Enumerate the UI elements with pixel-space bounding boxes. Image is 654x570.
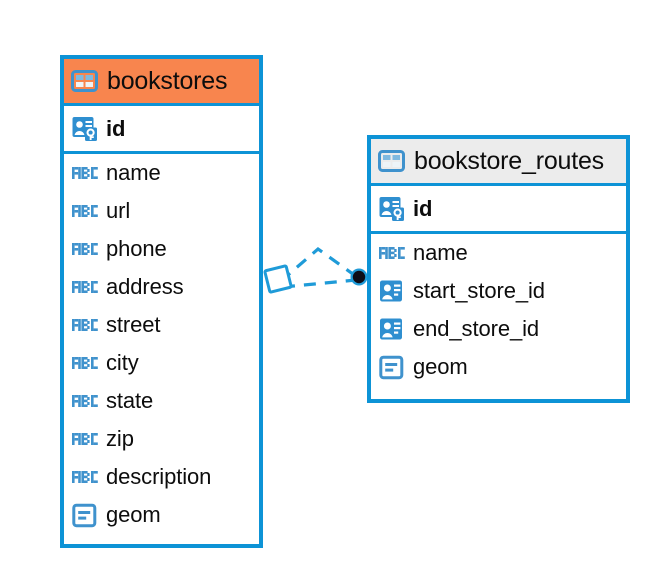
field-row-url[interactable]: url (64, 192, 259, 230)
field-row-phone[interactable]: phone (64, 230, 259, 268)
text-type-icon (72, 433, 98, 445)
table-icon (378, 150, 405, 172)
field-row-city[interactable]: city (64, 344, 259, 382)
field-row-id[interactable]: id (64, 106, 259, 151)
diamond-handle-icon[interactable] (263, 264, 293, 294)
field-label-street: street (106, 312, 161, 337)
field-label-end-store-id: end_store_id (413, 316, 540, 341)
text-type-icon (72, 319, 98, 331)
text-type-icon (379, 247, 405, 259)
field-label-zip: zip (106, 426, 134, 451)
text-type-icon (72, 357, 98, 369)
foreign-key-icon (380, 318, 402, 340)
field-label-geom: geom (106, 502, 161, 527)
relationship-line-lower (282, 278, 357, 289)
field-label-start-store-id: start_store_id (413, 278, 545, 303)
field-row-description[interactable]: description (64, 458, 259, 496)
field-row-address[interactable]: address (64, 268, 259, 306)
field-label-id: id (413, 195, 433, 221)
field-row-zip[interactable]: zip (64, 420, 259, 458)
text-type-icon (72, 205, 98, 217)
field-label-name: name (413, 240, 468, 265)
field-row-start-store-id[interactable]: start_store_id (371, 272, 626, 310)
field-row-name[interactable]: name (371, 234, 626, 272)
field-label-address: address (106, 274, 184, 299)
table-icon (71, 70, 98, 92)
text-type-icon (72, 243, 98, 255)
foreign-key-icon (380, 280, 402, 302)
field-row-geom[interactable]: geom (64, 496, 259, 534)
geometry-type-icon (379, 355, 404, 379)
field-label-id: id (106, 115, 126, 141)
field-list-bookstore-routes: name start_store_id (371, 234, 626, 386)
field-label-description: description (106, 464, 212, 489)
field-row-name[interactable]: name (64, 154, 259, 192)
relationship-line-upper (279, 246, 358, 283)
geometry-type-icon (72, 503, 97, 527)
primary-key-section-bookstore-routes: id (371, 186, 626, 234)
field-label-state: state (106, 388, 154, 413)
field-row-geom[interactable]: geom (371, 348, 626, 386)
entity-table-bookstore-routes[interactable]: bookstore_routes id (367, 135, 630, 403)
field-row-end-store-id[interactable]: end_store_id (371, 310, 626, 348)
text-type-icon (72, 167, 98, 179)
text-type-icon (72, 281, 98, 293)
primary-key-section-bookstores: id (64, 106, 259, 154)
field-row-state[interactable]: state (64, 382, 259, 420)
entity-title-bookstore-routes: bookstore_routes (414, 146, 604, 175)
field-list-bookstores: name (64, 154, 259, 534)
primary-key-icon (72, 116, 97, 141)
text-type-icon (72, 395, 98, 407)
primary-key-icon (379, 196, 404, 221)
entity-table-bookstores[interactable]: bookstores id (60, 55, 263, 548)
field-label-url: url (106, 198, 131, 223)
field-label-phone: phone (106, 236, 167, 261)
text-type-icon (72, 471, 98, 483)
field-row-id[interactable]: id (371, 186, 626, 231)
field-label-geom: geom (413, 354, 468, 379)
entity-header-bookstore-routes[interactable]: bookstore_routes (371, 139, 626, 186)
field-label-name: name (106, 160, 161, 185)
filled-circle-handle-icon[interactable] (350, 268, 368, 286)
field-row-street[interactable]: street (64, 306, 259, 344)
field-label-city: city (106, 350, 139, 375)
entity-header-bookstores[interactable]: bookstores (64, 59, 259, 106)
entity-title-bookstores: bookstores (107, 66, 228, 95)
